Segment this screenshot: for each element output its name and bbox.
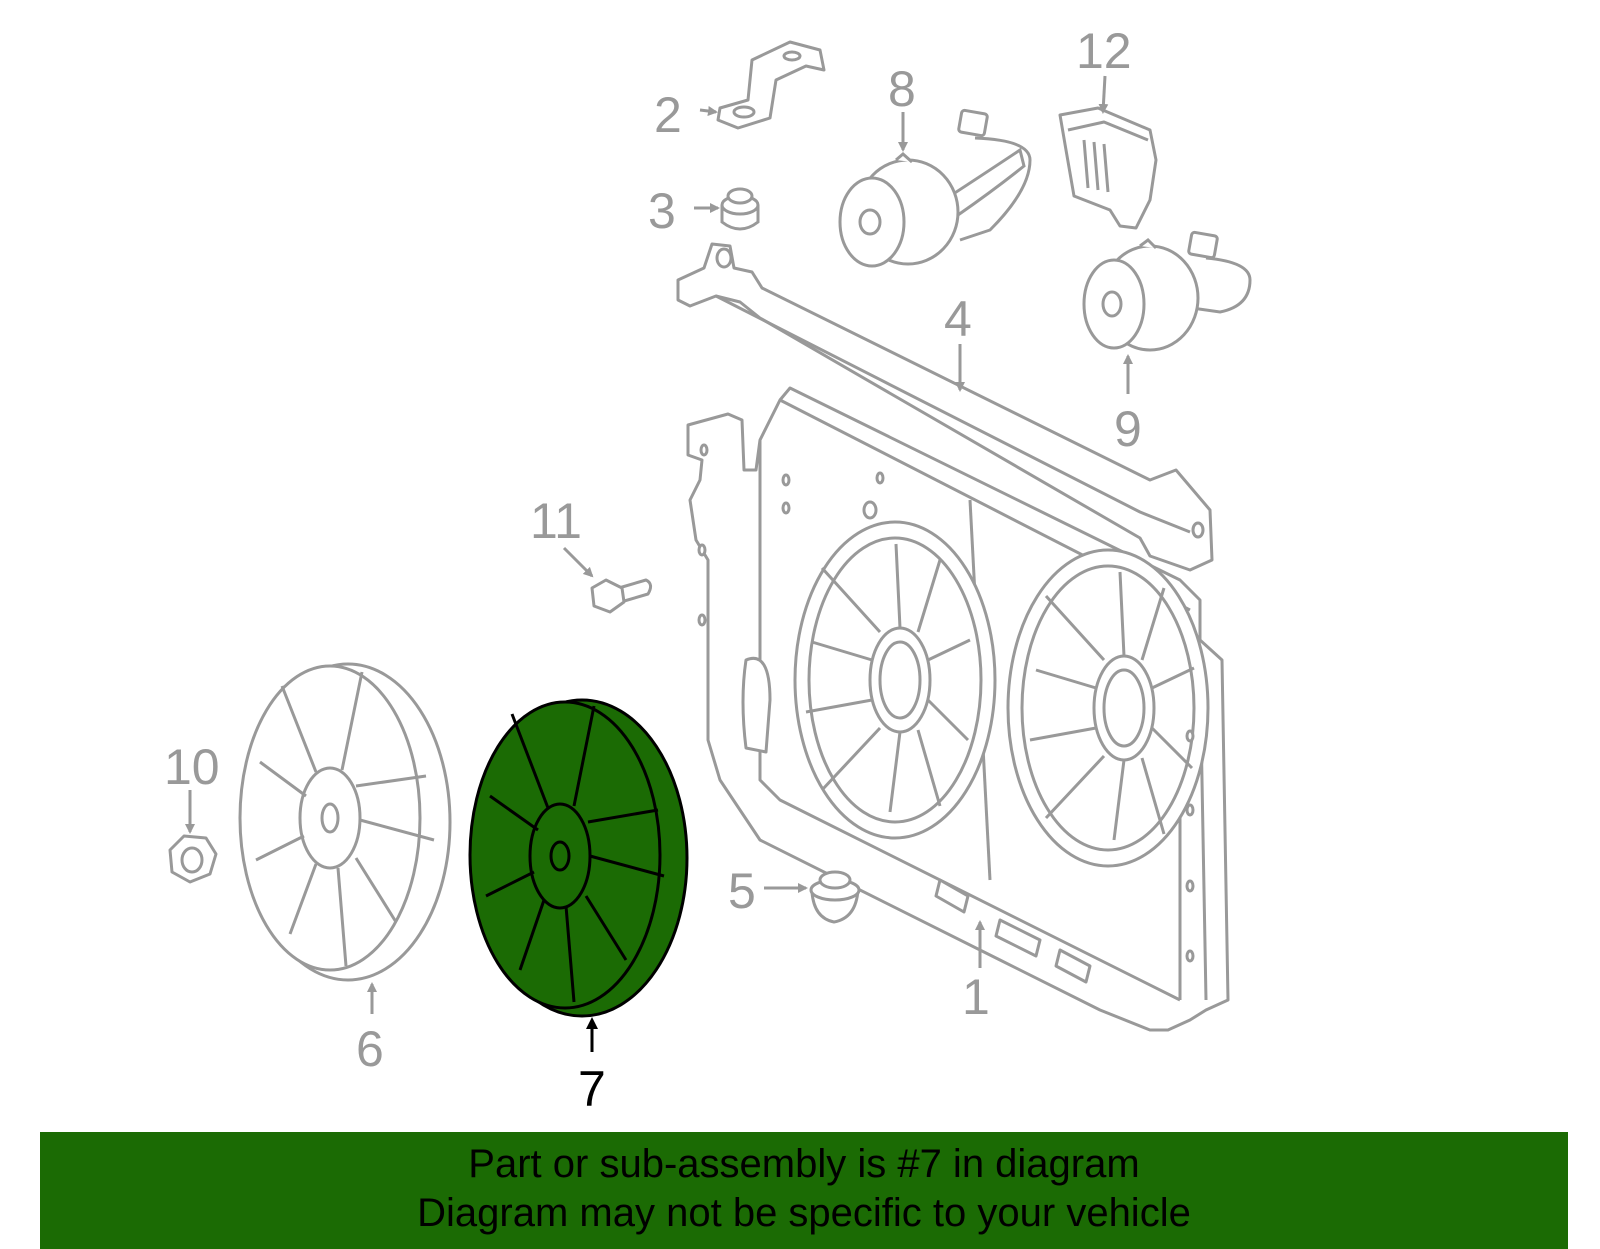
part-8-fan-motor[interactable] (838, 108, 1032, 268)
part-7-fan-highlighted[interactable] (468, 698, 689, 1018)
part-9-fan-motor[interactable] (1082, 230, 1252, 352)
part-4-rail[interactable] (676, 242, 1214, 572)
callout-4: 4 (944, 291, 972, 347)
callout-11: 11 (530, 493, 582, 549)
part-11-bolt[interactable] (590, 578, 653, 614)
callout-10: 10 (164, 739, 220, 795)
part-12-module[interactable] (1058, 106, 1158, 230)
info-banner: Part or sub-assembly is #7 in diagram Di… (40, 1132, 1568, 1249)
callout-1: 1 (962, 969, 990, 1025)
callout-2: 2 (654, 87, 682, 143)
part-1-shroud[interactable] (686, 386, 1230, 1032)
callout-7: 7 (578, 1061, 606, 1117)
leader-arrows (185, 75, 1133, 1014)
callout-3: 3 (648, 183, 676, 239)
banner-line-disclaimer: Diagram may not be specific to your vehi… (417, 1191, 1191, 1235)
part-5-grommet[interactable] (809, 870, 861, 924)
part-2-bracket[interactable] (716, 40, 826, 130)
part-10-nut[interactable] (168, 834, 218, 884)
part-3-grommet[interactable] (720, 187, 760, 231)
callout-9: 9 (1114, 401, 1142, 457)
callout-5: 5 (728, 863, 756, 919)
banner-line-part: Part or sub-assembly is #7 in diagram (468, 1142, 1140, 1186)
callout-8: 8 (888, 61, 916, 117)
part-6-fan[interactable] (238, 662, 452, 982)
callout-labels: 1 2 3 4 5 6 7 8 9 10 11 12 (164, 23, 1142, 1117)
callout-12: 12 (1076, 23, 1132, 79)
callout-6: 6 (356, 1021, 384, 1077)
